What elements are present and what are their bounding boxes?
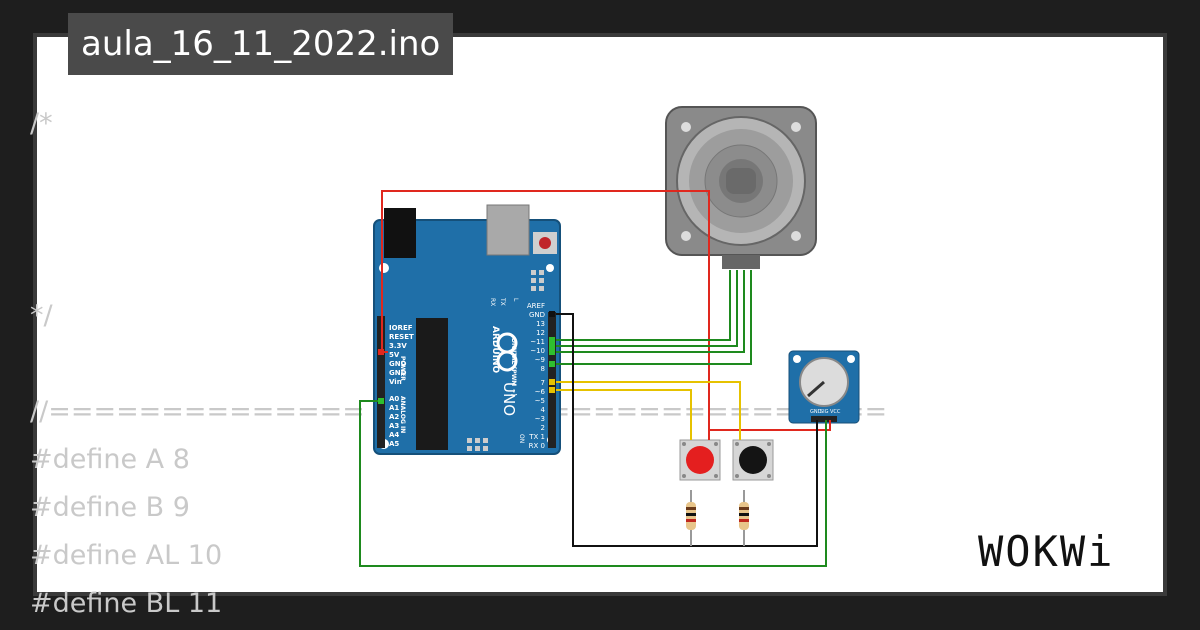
digital-label: DIGITAL (PWM ~) — [510, 338, 517, 396]
code-line: */ — [30, 300, 53, 331]
pin-label: 12 — [536, 329, 545, 337]
pin-label: 13 — [536, 320, 545, 328]
pin-label: GND — [389, 360, 407, 368]
pushbutton-black[interactable] — [732, 439, 774, 481]
code-line: #define A 8 — [30, 444, 190, 475]
pin-label: A4 — [389, 431, 399, 439]
pin-label: ~9 — [535, 356, 545, 364]
wire-motor-2 — [556, 270, 738, 347]
resistor-1[interactable] — [686, 490, 696, 540]
pin-label: RESET — [389, 333, 414, 341]
pin-label: TX 1 — [528, 433, 545, 441]
pin-label: GND — [389, 369, 407, 377]
wire-button-red — [556, 389, 692, 440]
pin-label: Vin — [389, 378, 402, 386]
pin-label: ~3 — [535, 415, 545, 423]
code-line: /* — [30, 108, 53, 139]
pot-pin-label: SIG — [820, 409, 829, 415]
pin-label: A0 — [389, 395, 399, 403]
preview-card — [37, 37, 1163, 592]
wire-motor-3 — [556, 270, 745, 353]
l-led-label: L — [512, 298, 519, 302]
power-label: POWER — [399, 356, 406, 381]
wire-motor-4 — [556, 270, 752, 365]
resistor-2[interactable] — [739, 490, 749, 540]
pin-label: 5V — [389, 351, 400, 359]
pushbutton-red[interactable] — [679, 439, 721, 481]
arduino-brand-label: ARDUINO — [490, 326, 500, 374]
potentiometer[interactable]: GND SIG VCC — [788, 350, 860, 424]
power-jack — [384, 208, 416, 258]
pin-label: 3.3V — [389, 342, 407, 350]
pin-label: ~11 — [530, 338, 545, 346]
on-label: ON — [518, 434, 525, 443]
pin-label: GND — [529, 311, 545, 319]
analog-label: ANALOG IN — [399, 396, 406, 433]
pin-label: RX 0 — [529, 442, 545, 450]
pin-label: A5 — [389, 440, 399, 448]
pot-pin-label: VCC — [830, 409, 841, 415]
wire-gnd — [556, 313, 818, 547]
project-filename-tab[interactable]: aula_16_11_2022.ino — [68, 13, 454, 75]
code-line: #define AL 10 — [30, 540, 223, 571]
pin-label: ~6 — [535, 388, 546, 396]
stepper-motor[interactable] — [665, 106, 817, 269]
pin-label: A1 — [389, 404, 399, 412]
arduino-model-label: UNO — [500, 382, 518, 416]
code-line: #define B 9 — [30, 492, 190, 523]
pot-pin-label: GND — [810, 409, 822, 415]
wire-pot-signal — [359, 400, 827, 567]
rx-led-label: RX — [489, 298, 496, 306]
pin-label: ~10 — [530, 347, 545, 355]
wokwi-logo-text: WOKWi — [978, 527, 1114, 576]
arduino-uno-board[interactable] — [373, 204, 561, 455]
wire-button-black — [556, 381, 741, 440]
tx-led-label: TX — [499, 297, 506, 306]
left-header — [377, 316, 385, 448]
code-line: #define BL 11 — [30, 588, 223, 619]
pin-label: A3 — [389, 422, 399, 430]
pin-label: A2 — [389, 413, 399, 421]
pin-label: 4 — [541, 406, 546, 414]
pin-label: AREF — [527, 302, 545, 310]
atmega-chip — [416, 318, 448, 450]
pin-label: 8 — [541, 365, 545, 373]
wokwi-logo[interactable]: WOKWi — [978, 520, 1148, 580]
wire-motor-1 — [556, 270, 731, 341]
usb-port — [486, 204, 530, 256]
pin-label: 2 — [541, 424, 545, 432]
pin-label: IOREF — [389, 324, 413, 332]
pin-label: ~5 — [535, 397, 545, 405]
pin-label: 7 — [541, 379, 545, 387]
